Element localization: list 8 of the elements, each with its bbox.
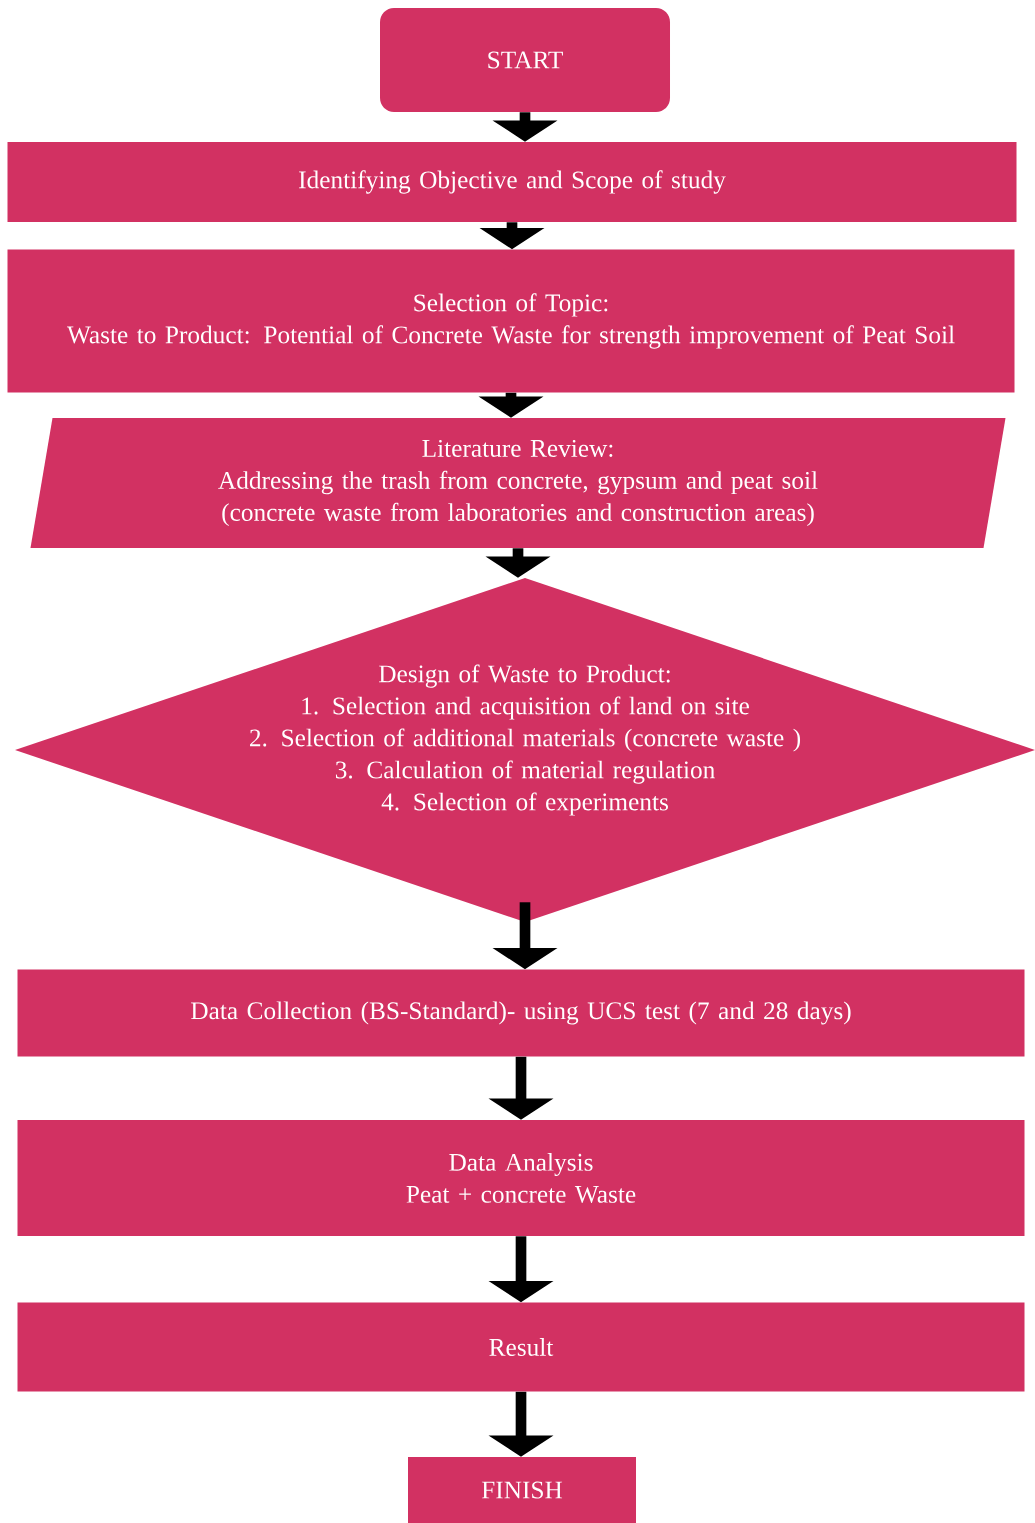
start-box: START [380, 8, 670, 112]
process-box: Selection of Topic: Waste to Product: Potential of Concrete Waste for strength improvement of Peat Soil [7, 249, 1015, 393]
process-box: Data Collection (BS-Standard)- using UCS test (7 and 28 days) [17, 969, 1025, 1057]
process-box: Identifying Objective and Scope of study [7, 142, 1017, 222]
process-box: Result [17, 1302, 1025, 1392]
end-box: FINISH [408, 1457, 636, 1523]
parallelogram-box: Literature Review: Addressing the trash from concrete, gypsum and peat soil (concrete waste from laboratories and construction areas) [30, 418, 1006, 548]
process-box: Data Analysis Peat + concrete Waste [17, 1120, 1025, 1236]
